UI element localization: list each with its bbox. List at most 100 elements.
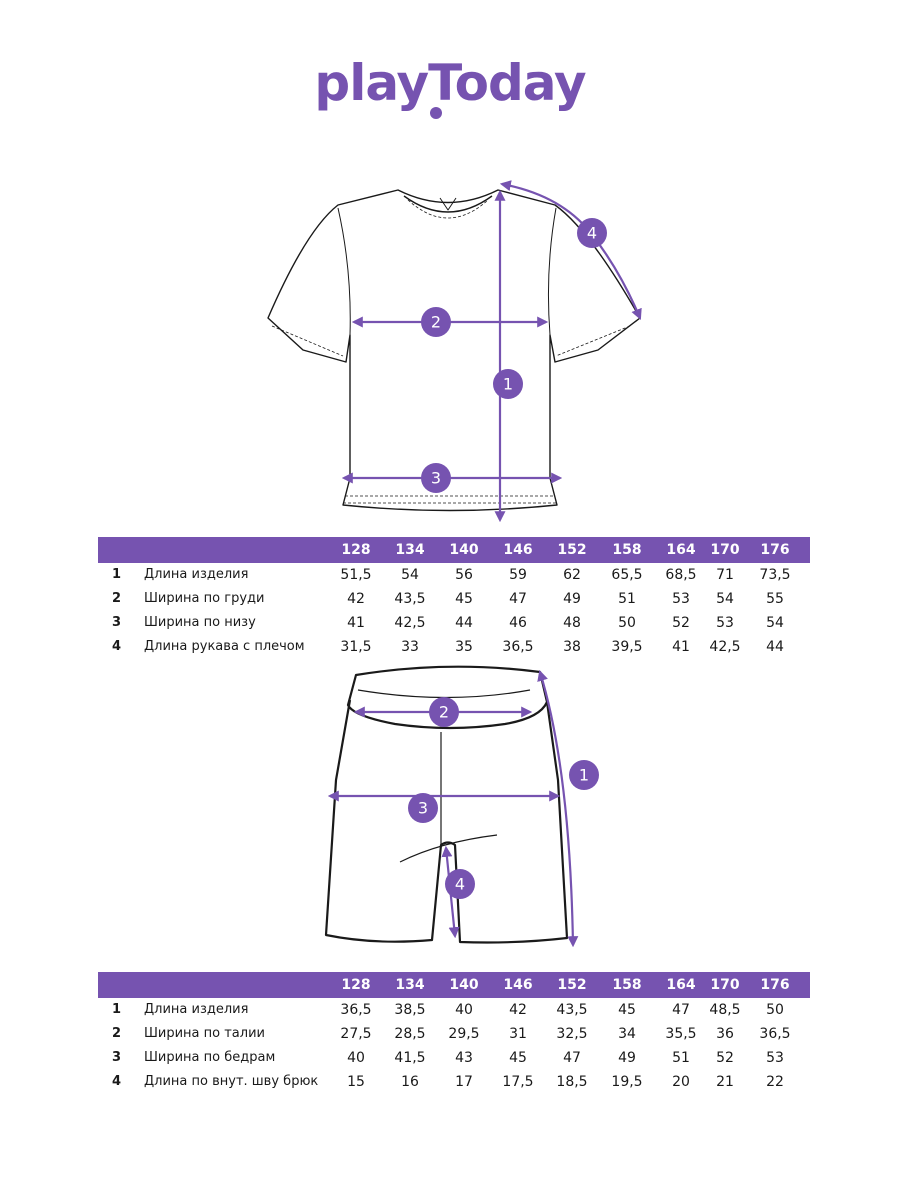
- table-cell: 48,5: [709, 1002, 741, 1018]
- size-158-header: 158: [612, 977, 642, 993]
- brand-logo-text: playToday: [314, 54, 586, 112]
- svg-text:4: 4: [587, 224, 597, 243]
- shorts-marker-3: 3: [408, 793, 438, 823]
- shorts-marker-2: 2: [429, 697, 459, 727]
- table-cell: 46: [509, 615, 527, 631]
- table-row: 3 Ширина по низу 41 42,5 44 46 48 50 52 …: [98, 611, 810, 635]
- table-cell: 41,5: [394, 1050, 426, 1066]
- table-cell: 53: [672, 591, 690, 607]
- table-cell: 68,5: [665, 567, 697, 583]
- row-number: 1: [112, 1002, 122, 1017]
- table-cell: 42,5: [709, 639, 741, 655]
- size-128-header: 128: [341, 542, 371, 558]
- table-cell: 65,5: [611, 567, 643, 583]
- svg-text:2: 2: [431, 313, 441, 332]
- table-cell: 44: [766, 639, 784, 655]
- row-label: Ширина по груди: [144, 591, 265, 606]
- table-row: 1 Длина изделия 36,5 38,5 40 42 43,5 45 …: [98, 998, 810, 1022]
- row-number: 4: [112, 639, 122, 654]
- table-cell: 15: [347, 1074, 365, 1090]
- table-cell: 52: [672, 615, 690, 631]
- table-cell: 22: [766, 1074, 784, 1090]
- size-134-header: 134: [395, 542, 425, 558]
- tshirt-size-table: 128 134 140 146 152 158 164 170 176 1 Дл…: [98, 537, 810, 659]
- table-cell: 73,5: [759, 567, 791, 583]
- size-140-header: 140: [449, 977, 479, 993]
- size-140-header: 140: [449, 542, 479, 558]
- table-cell: 36: [716, 1026, 734, 1042]
- table-cell: 50: [618, 615, 636, 631]
- shorts-waistband: [346, 665, 549, 730]
- shorts-illustration: 1 2 3 4: [324, 665, 599, 948]
- table-cell: 41: [672, 639, 690, 655]
- table-cell: 43,5: [394, 591, 426, 607]
- svg-text:2: 2: [439, 703, 449, 722]
- table-cell: 71: [716, 567, 734, 583]
- table-row: 4 Длина рукава с плечом 31,5 33 35 36,5 …: [98, 635, 810, 659]
- table-cell: 21: [716, 1074, 734, 1090]
- svg-text:3: 3: [418, 799, 428, 818]
- table-cell: 42: [509, 1002, 527, 1018]
- table-cell: 45: [618, 1002, 636, 1018]
- table-row: 4 Длина по внут. шву брюк 15 16 17 17,5 …: [98, 1070, 810, 1094]
- table-cell: 51,5: [340, 567, 372, 583]
- table-row: 1 Длина изделия 51,5 54 56 59 62 65,5 68…: [98, 563, 810, 587]
- table-cell: 17: [455, 1074, 473, 1090]
- tshirt-illustration: 1 2 3 4: [267, 180, 642, 523]
- row-label: Длина изделия: [144, 567, 249, 582]
- row-label: Ширина по низу: [144, 615, 256, 630]
- table-cell: 50: [766, 1002, 784, 1018]
- table-cell: 18,5: [556, 1074, 588, 1090]
- table-cell: 49: [563, 591, 581, 607]
- shorts-size-table: 128 134 140 146 152 158 164 170 176 1 Дл…: [98, 972, 810, 1094]
- size-164-header: 164: [666, 542, 696, 558]
- table-cell: 52: [716, 1050, 734, 1066]
- table-cell: 56: [455, 567, 473, 583]
- table-cell: 51: [618, 591, 636, 607]
- row-number: 2: [112, 1026, 122, 1041]
- table-row: 2 Ширина по груди 42 43,5 45 47 49 51 53…: [98, 587, 810, 611]
- size-152-header: 152: [557, 542, 587, 558]
- row-label: Длина изделия: [144, 1002, 249, 1017]
- table-cell: 29,5: [448, 1026, 480, 1042]
- table-cell: 35: [455, 639, 473, 655]
- table-cell: 43,5: [556, 1002, 588, 1018]
- table-cell: 36,5: [502, 639, 534, 655]
- shorts-outline: [324, 699, 569, 944]
- svg-text:1: 1: [503, 375, 513, 394]
- logo-dot: [430, 107, 442, 119]
- table-cell: 27,5: [340, 1026, 372, 1042]
- size-128-header: 128: [341, 977, 371, 993]
- table-cell: 20: [672, 1074, 690, 1090]
- table-cell: 36,5: [340, 1002, 372, 1018]
- table-cell: 48: [563, 615, 581, 631]
- table-cell: 31: [509, 1026, 527, 1042]
- table-cell: 54: [716, 591, 734, 607]
- table-cell: 31,5: [340, 639, 372, 655]
- size-134-header: 134: [395, 977, 425, 993]
- shorts-length-arrow: [537, 669, 579, 948]
- row-label: Ширина по талии: [144, 1026, 265, 1041]
- row-number: 3: [112, 1050, 122, 1065]
- size-152-header: 152: [557, 977, 587, 993]
- table-cell: 53: [766, 1050, 784, 1066]
- tshirt-marker-2: 2: [421, 307, 451, 337]
- table-cell: 54: [766, 615, 784, 631]
- shorts-table-header: 128 134 140 146 152 158 164 170 176: [98, 972, 810, 998]
- table-cell: 39,5: [611, 639, 643, 655]
- table-cell: 45: [455, 591, 473, 607]
- table-cell: 47: [563, 1050, 581, 1066]
- table-cell: 53: [716, 615, 734, 631]
- table-cell: 40: [347, 1050, 365, 1066]
- table-cell: 17,5: [502, 1074, 534, 1090]
- row-number: 4: [112, 1074, 122, 1089]
- svg-text:4: 4: [455, 875, 465, 894]
- table-cell: 38,5: [394, 1002, 426, 1018]
- table-cell: 43: [455, 1050, 473, 1066]
- row-number: 3: [112, 615, 122, 630]
- tshirt-marker-4: 4: [577, 218, 607, 248]
- svg-text:3: 3: [431, 469, 441, 488]
- row-label: Длина рукава с плечом: [144, 639, 305, 654]
- table-cell: 38: [563, 639, 581, 655]
- shorts-marker-1: 1: [569, 760, 599, 790]
